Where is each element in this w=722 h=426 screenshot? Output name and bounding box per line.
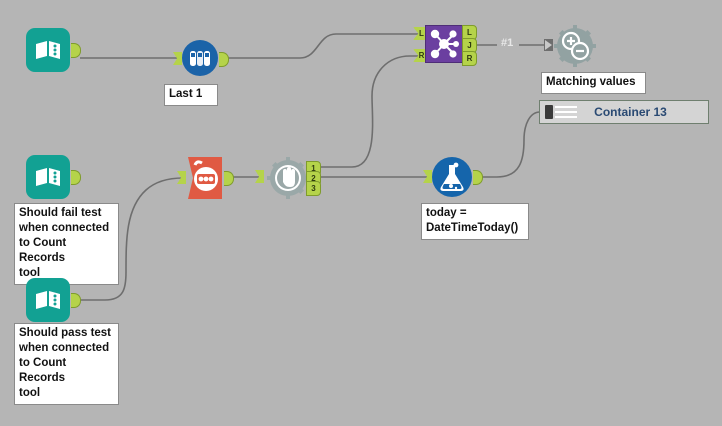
input-anchor[interactable] <box>177 171 186 184</box>
container-collapse-toggle[interactable] <box>545 105 553 119</box>
join-tool-body[interactable] <box>425 25 463 63</box>
add-remove-tool-disabled[interactable] <box>553 24 597 73</box>
output-anchor[interactable] <box>219 52 229 67</box>
wire-test-to-join-right <box>318 55 421 168</box>
wire-sample-to-join-left <box>224 33 421 59</box>
caption-last-1: Last 1 <box>164 84 218 106</box>
output-anchor[interactable] <box>224 171 234 186</box>
wire-formula-to-container <box>476 111 541 178</box>
count-records-tool[interactable] <box>177 157 234 204</box>
caption-should-fail: Should fail test when connected to Count… <box>14 203 119 285</box>
formula-tool-body[interactable] <box>432 157 472 197</box>
join-network-icon <box>430 29 459 59</box>
plus-minus-cog-icon[interactable] <box>553 24 597 68</box>
test-tubes-icon <box>190 51 210 66</box>
test-output-3[interactable]: 3 <box>306 181 321 196</box>
join-input-left[interactable]: L <box>413 27 427 40</box>
sample-tool-body[interactable] <box>182 40 218 76</box>
container-title: Container 13 <box>594 105 667 119</box>
book-tool-body[interactable] <box>26 278 70 322</box>
book-icon <box>36 168 60 186</box>
input-book-tool-top[interactable] <box>26 28 81 72</box>
input-book-tool-middle[interactable] <box>26 155 81 199</box>
formula-tool[interactable] <box>423 157 483 197</box>
sample-tool[interactable] <box>173 40 229 76</box>
wire-terminator-icon <box>544 39 553 51</box>
book-tool-body[interactable] <box>26 28 70 72</box>
wire-label-1: #1 <box>501 37 514 49</box>
output-anchor[interactable] <box>71 43 81 58</box>
container-lines-icon <box>555 103 577 121</box>
join-input-right[interactable]: R <box>413 49 427 62</box>
join-output-right[interactable]: R <box>462 51 477 66</box>
book-tool-body[interactable] <box>26 155 70 199</box>
input-anchor[interactable] <box>255 170 264 183</box>
input-anchor[interactable] <box>423 170 432 183</box>
flask-icon <box>440 162 464 191</box>
test-stop-tool[interactable]: 1 2 3 <box>255 156 321 205</box>
join-tool[interactable]: L R L J R <box>413 25 477 66</box>
output-anchor[interactable] <box>473 170 483 185</box>
input-book-tool-bottom[interactable] <box>26 278 81 322</box>
count-records-icon[interactable] <box>185 157 225 199</box>
input-anchor[interactable] <box>173 52 182 65</box>
book-icon <box>36 291 60 309</box>
caption-matching: Matching values <box>541 72 646 94</box>
caption-should-pass: Should pass test when connected to Count… <box>14 323 119 405</box>
caption-today-formula: today = DateTimeToday() <box>421 203 529 240</box>
output-anchor[interactable] <box>71 170 81 185</box>
output-anchor[interactable] <box>71 293 81 308</box>
book-icon <box>36 41 60 59</box>
container-13[interactable]: Container 13 <box>539 100 709 124</box>
stop-hand-icon[interactable] <box>266 156 310 200</box>
